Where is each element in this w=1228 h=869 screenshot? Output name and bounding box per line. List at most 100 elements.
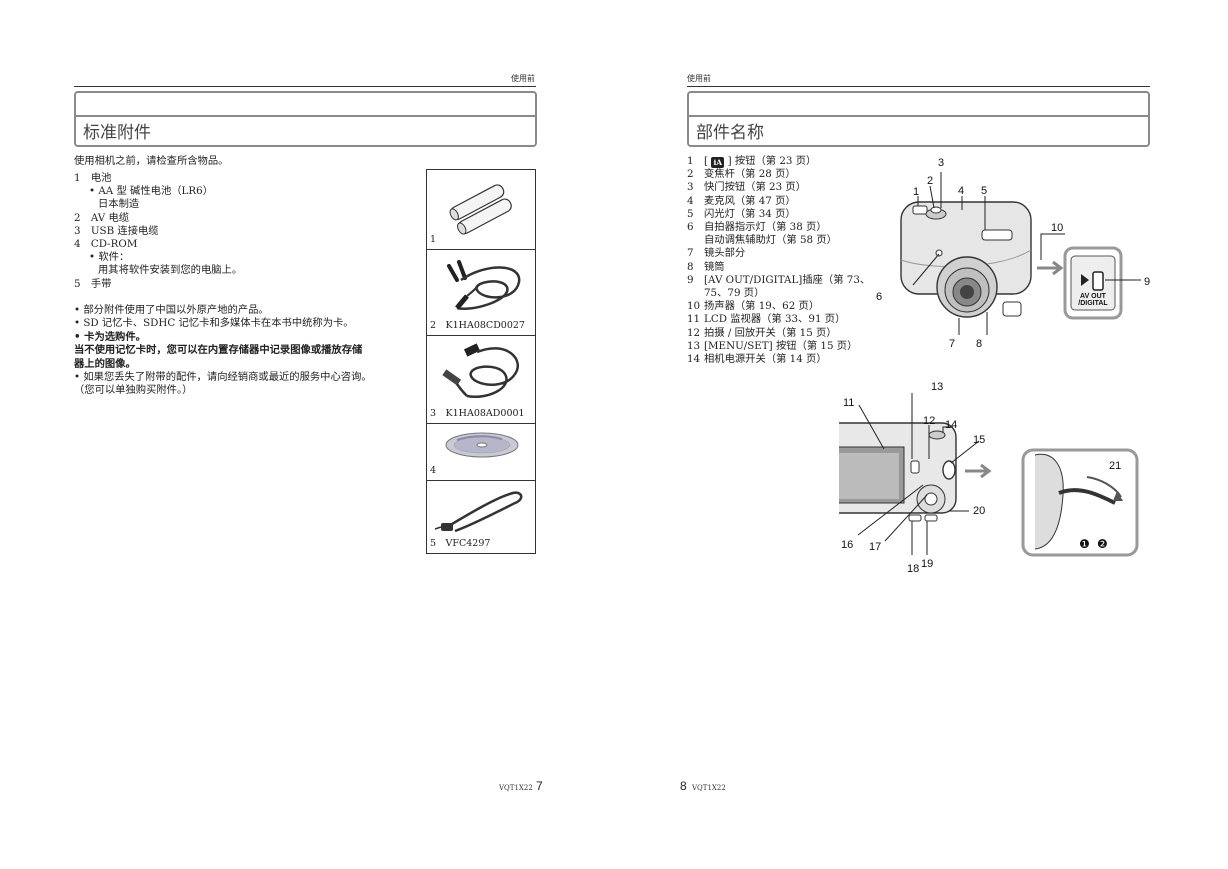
ia-button-icon: iA — [711, 157, 725, 168]
strap-step-1: ❶ — [1079, 537, 1090, 551]
callout-label: 15 — [973, 434, 985, 446]
camera-back-diagram: ❶ ❷ 11 12 13 14 15 16 17 18 19 20 21 — [839, 381, 1139, 575]
batteries-icon — [449, 184, 512, 235]
accessory-cell: 4 — [427, 423, 535, 480]
part-number: 14 — [687, 353, 701, 365]
strap-step-2: ❷ — [1097, 537, 1108, 551]
parts-list-item: 9 [AV OUT/DIGITAL]插座（第 73、 — [687, 274, 870, 287]
callout-label: 16 — [841, 539, 853, 551]
part-text: LCD 监视器（第 33、91 页） — [704, 313, 846, 326]
parts-list-item: 13[MENU/SET] 按钮（第 15 页） — [687, 340, 857, 353]
callout-label: 4 — [958, 185, 964, 197]
part-number: 10 — [687, 300, 701, 313]
part-number: 11 — [687, 313, 701, 326]
accessory-label: 2 K1HA08CD0027 — [430, 320, 525, 331]
callout-label: 14 — [945, 419, 957, 431]
part-number: 6 — [687, 221, 694, 233]
page-header: 使用前 — [511, 74, 535, 83]
note-item: • 部分附件使用了中国以外原产地的产品。 — [74, 304, 269, 316]
callout-label: 21 — [1109, 460, 1121, 472]
callout-label: 3 — [938, 157, 944, 169]
part-number: 3 — [687, 181, 694, 194]
callout-label: 8 — [976, 338, 982, 350]
accessory-list-item: • 软件： — [89, 251, 130, 264]
page-number: 7 — [536, 779, 543, 793]
parts-list-item: 自动调焦辅助灯（第 58 页） — [687, 234, 837, 247]
accessory-list-item: 2 AV 电缆 — [74, 211, 130, 224]
callout-label: 18 — [907, 563, 919, 575]
accessory-list-item: 1 电池 — [74, 172, 112, 184]
part-text: 变焦杆（第 28 页） — [704, 168, 796, 181]
cd-rom-icon — [445, 432, 519, 458]
title-box-divider — [76, 115, 535, 117]
part-text: [ — [704, 155, 712, 167]
title-box-divider — [689, 115, 1148, 117]
accessory-list-item: 4 CD-ROM — [74, 238, 138, 250]
part-number: 4 — [687, 194, 694, 207]
callout-label: 13 — [931, 381, 943, 393]
part-text: 镜头部分 — [704, 247, 746, 260]
accessory-cell: 1 — [427, 170, 535, 249]
callout-label: 11 — [843, 397, 854, 409]
part-number: 7 — [687, 247, 694, 260]
part-text: 75、79 页） — [704, 287, 765, 299]
callout-label: 10 — [1051, 222, 1063, 234]
parts-list-item: 7 镜头部分 — [687, 247, 745, 260]
part-number: 1 — [687, 155, 694, 167]
parts-list-item: 1[ iA ] 按钮（第 23 页） — [687, 155, 816, 168]
callout-label: 20 — [973, 505, 985, 517]
hand-strap-icon — [434, 491, 523, 533]
accessory-list-item: 3 USB 连接电缆 — [74, 224, 159, 237]
part-text: 快门按钮（第 23 页） — [704, 181, 807, 194]
callout-label: 7 — [949, 338, 955, 350]
header-rule — [74, 86, 536, 87]
accessory-cell: 3 K1HA08AD0001 — [427, 335, 535, 423]
page-header: 使用前 — [687, 74, 711, 83]
av-cable-icon — [447, 260, 521, 311]
av-out-label: AV OUT — [1080, 293, 1107, 300]
accessory-label: 5 VFC4297 — [430, 538, 491, 549]
callout-label: 9 — [1144, 276, 1150, 288]
av-digital-label: /DIGITAL — [1078, 300, 1108, 307]
part-text: 拍摄 / 回放开关（第 15 页） — [704, 326, 837, 339]
callout-label: 19 — [921, 558, 933, 570]
section-title-box: 部件名称 — [687, 91, 1150, 147]
page-code: VQT1X22 — [692, 784, 726, 792]
part-text: 镜筒 — [704, 260, 725, 273]
note-item: （您可以单独购买附件。） — [74, 384, 193, 397]
callout-label: 1 — [913, 186, 919, 198]
accessory-label: 1 — [430, 234, 437, 245]
accessory-cell: 5 VFC4297 — [427, 480, 535, 553]
part-number: 5 — [687, 207, 694, 220]
parts-list-item: 8 镜筒 — [687, 261, 725, 274]
part-number: 9 — [687, 273, 694, 286]
part-number: 13 — [687, 339, 701, 352]
accessory-list-item: 5 手带 — [74, 277, 112, 290]
part-text: [AV OUT/DIGITAL]插座（第 73、 — [704, 273, 871, 286]
callout-label: 2 — [927, 175, 933, 187]
accessory-figure-table: 1 2 K1HA08CD0027 3 K1HA08AD0001 — [426, 169, 536, 554]
accessory-list-item: 日本制造 — [98, 198, 140, 211]
left-page: 使用前 标准附件 使用相机之前，请检查所含物品。 1 电池• AA 型 碱性电池… — [74, 74, 543, 793]
part-text: 闪光灯（第 34 页） — [704, 207, 796, 220]
section-title: 部件名称 — [696, 123, 764, 143]
camera-front-diagram: AV OUT /DIGITAL 1 2 3 4 5 6 7 8 9 10 — [876, 157, 1150, 350]
page-number: 8 — [680, 779, 687, 793]
callout-label: 6 — [876, 291, 882, 303]
note-item: • SD 记忆卡、SDHC 记忆卡和多媒体卡在本书中统称为卡。 — [74, 317, 354, 330]
note-item: • 卡为选购件。 — [74, 330, 146, 343]
part-number: 8 — [687, 260, 694, 273]
part-text: 扬声器（第 19、62 页） — [704, 300, 820, 313]
accessory-list-item: 用其将软件安装到您的电脑上。 — [98, 264, 243, 277]
parts-list-item: 75、79 页） — [687, 287, 764, 300]
part-number: 2 — [687, 168, 694, 181]
part-number: 12 — [687, 326, 701, 339]
usb-cable-icon — [442, 343, 519, 399]
accessory-label: 3 K1HA08AD0001 — [430, 408, 525, 419]
section-title-box: 标准附件 — [74, 91, 537, 147]
